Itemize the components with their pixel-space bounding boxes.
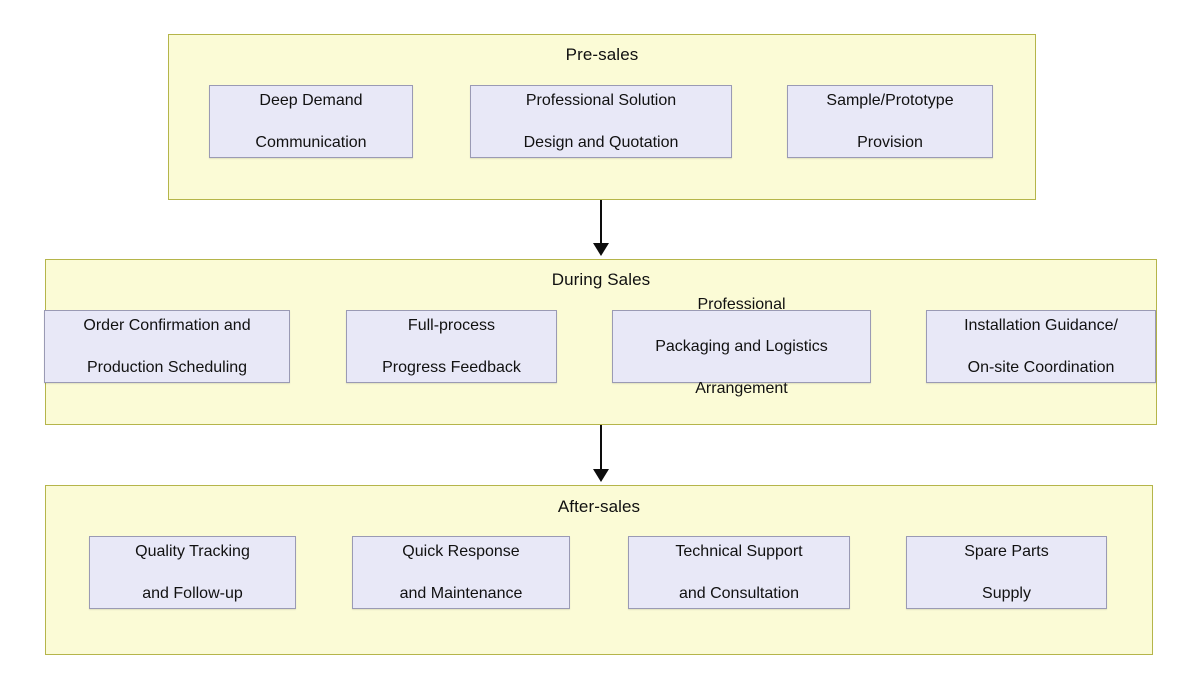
item-line-1: Technical Support bbox=[675, 542, 803, 560]
connector-line-during-to-after bbox=[600, 425, 602, 471]
item-line-2: Progress Feedback bbox=[382, 359, 521, 377]
item-line-1: Order Confirmation and bbox=[83, 316, 251, 334]
item-line-1: Deep Demand bbox=[259, 91, 363, 109]
item-line-2: and Consultation bbox=[678, 585, 800, 603]
item-line-1: Full-process bbox=[407, 316, 496, 334]
item-line-2: and Follow-up bbox=[142, 585, 243, 603]
item-line-2: Design and Quotation bbox=[523, 134, 679, 152]
item-label: Quality Tracking and Follow-up bbox=[96, 541, 289, 604]
item-quality-tracking-and-follow-up[interactable]: Quality Tracking and Follow-up bbox=[89, 536, 296, 609]
arrow-down-icon-pre-to-during bbox=[593, 243, 609, 256]
item-line-2: Production Scheduling bbox=[86, 359, 248, 377]
item-line-1: Professional Solution bbox=[525, 91, 677, 109]
item-line-2: Communication bbox=[255, 134, 367, 152]
item-line-3: Arrangement bbox=[695, 380, 788, 398]
item-installation-guidance-on-site-coordination[interactable]: Installation Guidance/On-site Coordinati… bbox=[926, 310, 1156, 383]
item-line-1: Professional bbox=[697, 295, 786, 313]
item-label: Technical Support and Consultation bbox=[635, 541, 843, 604]
item-line-2: and Maintenance bbox=[399, 585, 523, 603]
item-line-1: Sample/Prototype bbox=[826, 91, 954, 109]
item-line-2: Packaging and Logistics bbox=[655, 337, 828, 355]
item-line-2: On-site Coordination bbox=[967, 359, 1115, 377]
connector-line-pre-to-during bbox=[600, 200, 602, 246]
item-line-1: Spare Parts bbox=[964, 542, 1049, 560]
stage-title-after-sales: After-sales bbox=[557, 497, 641, 516]
stage-title-during-sales: During Sales bbox=[551, 270, 651, 289]
item-line-1: Quick Response bbox=[402, 542, 520, 560]
arrow-down-icon-during-to-after bbox=[593, 469, 609, 482]
item-label: Quick Response and Maintenance bbox=[359, 541, 563, 604]
item-line-2: Provision bbox=[857, 134, 923, 152]
item-label: Installation Guidance/On-site Coordinati… bbox=[933, 315, 1149, 378]
stage-title-pre-sales: Pre-sales bbox=[565, 45, 639, 64]
item-line-1: Quality Tracking bbox=[135, 542, 250, 560]
item-line-1: Installation Guidance/ bbox=[964, 316, 1118, 334]
item-technical-support-and-consultation[interactable]: Technical Support and Consultation bbox=[628, 536, 850, 609]
item-quick-response-and-maintenance[interactable]: Quick Response and Maintenance bbox=[352, 536, 570, 609]
item-line-2: Supply bbox=[982, 585, 1031, 603]
